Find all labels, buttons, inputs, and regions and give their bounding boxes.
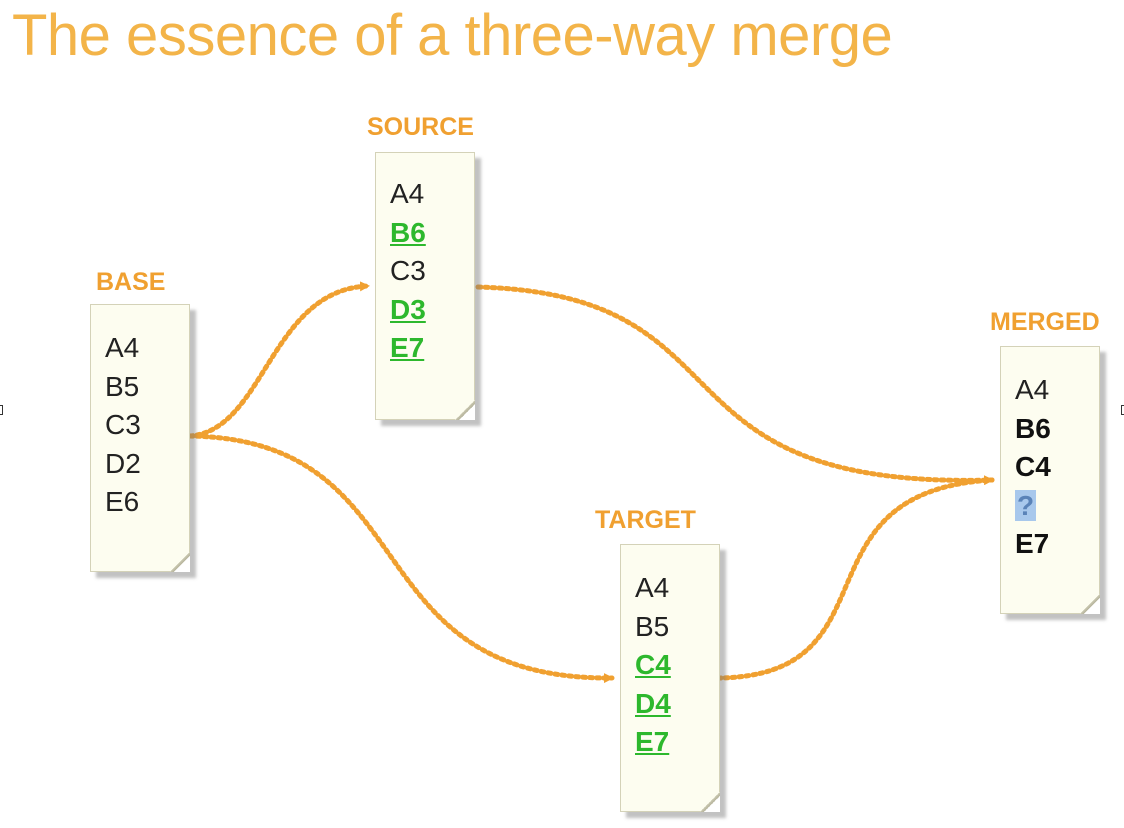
source-document: A4 B6 C3 D3 E7 xyxy=(375,152,475,420)
source-label: SOURCE xyxy=(367,113,474,141)
base-document: A4 B5 C3 D2 E6 xyxy=(90,304,190,572)
merged-label: MERGED xyxy=(990,308,1100,336)
arrow-base-to-target xyxy=(187,433,615,684)
target-line-changed: C4 xyxy=(635,649,671,680)
page-curl-icon xyxy=(170,552,190,572)
conflict-marker: ? xyxy=(1015,489,1037,521)
target-document: A4 B5 C4 D4 E7 xyxy=(620,544,720,812)
source-line: C3 xyxy=(390,255,426,286)
target-line: B5 xyxy=(635,610,670,642)
merged-line-conflict: ? xyxy=(1001,487,1051,526)
base-label: BASE xyxy=(96,268,166,296)
page-curl-icon xyxy=(1080,594,1100,614)
target-line-changed: E7 xyxy=(635,726,670,757)
merged-document: A4 B6 C4 ? E7 xyxy=(1000,346,1100,614)
merged-line: A4 xyxy=(1015,374,1050,405)
base-line: B5 xyxy=(105,370,140,402)
arrow-base-to-source xyxy=(187,281,371,439)
source-line-changed: D3 xyxy=(390,293,426,325)
source-line-changed: E7 xyxy=(390,332,425,363)
base-line: E6 xyxy=(105,486,140,517)
base-line: D2 xyxy=(105,447,141,479)
page-curl-icon xyxy=(455,400,475,420)
left-edge-marker xyxy=(0,405,3,415)
source-line: A4 xyxy=(390,178,425,209)
target-label: TARGET xyxy=(595,506,696,534)
arrow-source-to-merged xyxy=(475,284,995,486)
base-line: A4 xyxy=(105,332,140,363)
slide-title: The essence of a three-way merge xyxy=(12,3,893,68)
merged-line-resolved: B6 xyxy=(1015,412,1051,444)
arrow-target-to-merged xyxy=(715,477,995,681)
page-curl-icon xyxy=(700,792,720,812)
source-line-changed: B6 xyxy=(390,216,426,248)
right-edge-marker xyxy=(1121,405,1124,415)
merged-line-resolved: C4 xyxy=(1015,451,1051,482)
base-line: C3 xyxy=(105,409,141,440)
target-line-changed: D4 xyxy=(635,687,671,719)
target-line: A4 xyxy=(635,572,670,603)
merged-line-resolved: E7 xyxy=(1015,528,1050,559)
